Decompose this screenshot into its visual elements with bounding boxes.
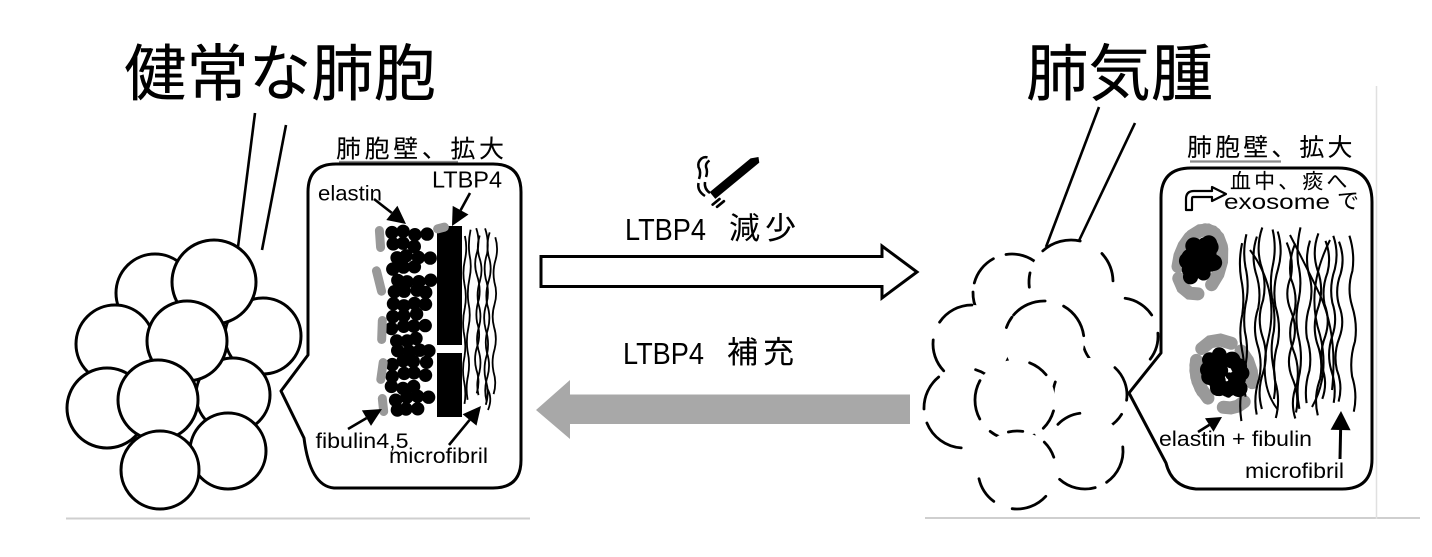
svg-text:microfibril: microfibril (1245, 460, 1344, 483)
svg-text:microfibril: microfibril (389, 445, 488, 468)
svg-text:exosome: exosome (1224, 191, 1330, 214)
svg-text:LTBP4: LTBP4 (625, 212, 706, 247)
svg-text:elastin + fibulin: elastin + fibulin (1159, 428, 1312, 451)
svg-text:elastin: elastin (318, 183, 382, 206)
svg-text:LTBP4: LTBP4 (432, 167, 502, 193)
svg-text:LTBP4: LTBP4 (623, 336, 704, 371)
svg-text:fibulin4,5: fibulin4,5 (316, 430, 409, 453)
